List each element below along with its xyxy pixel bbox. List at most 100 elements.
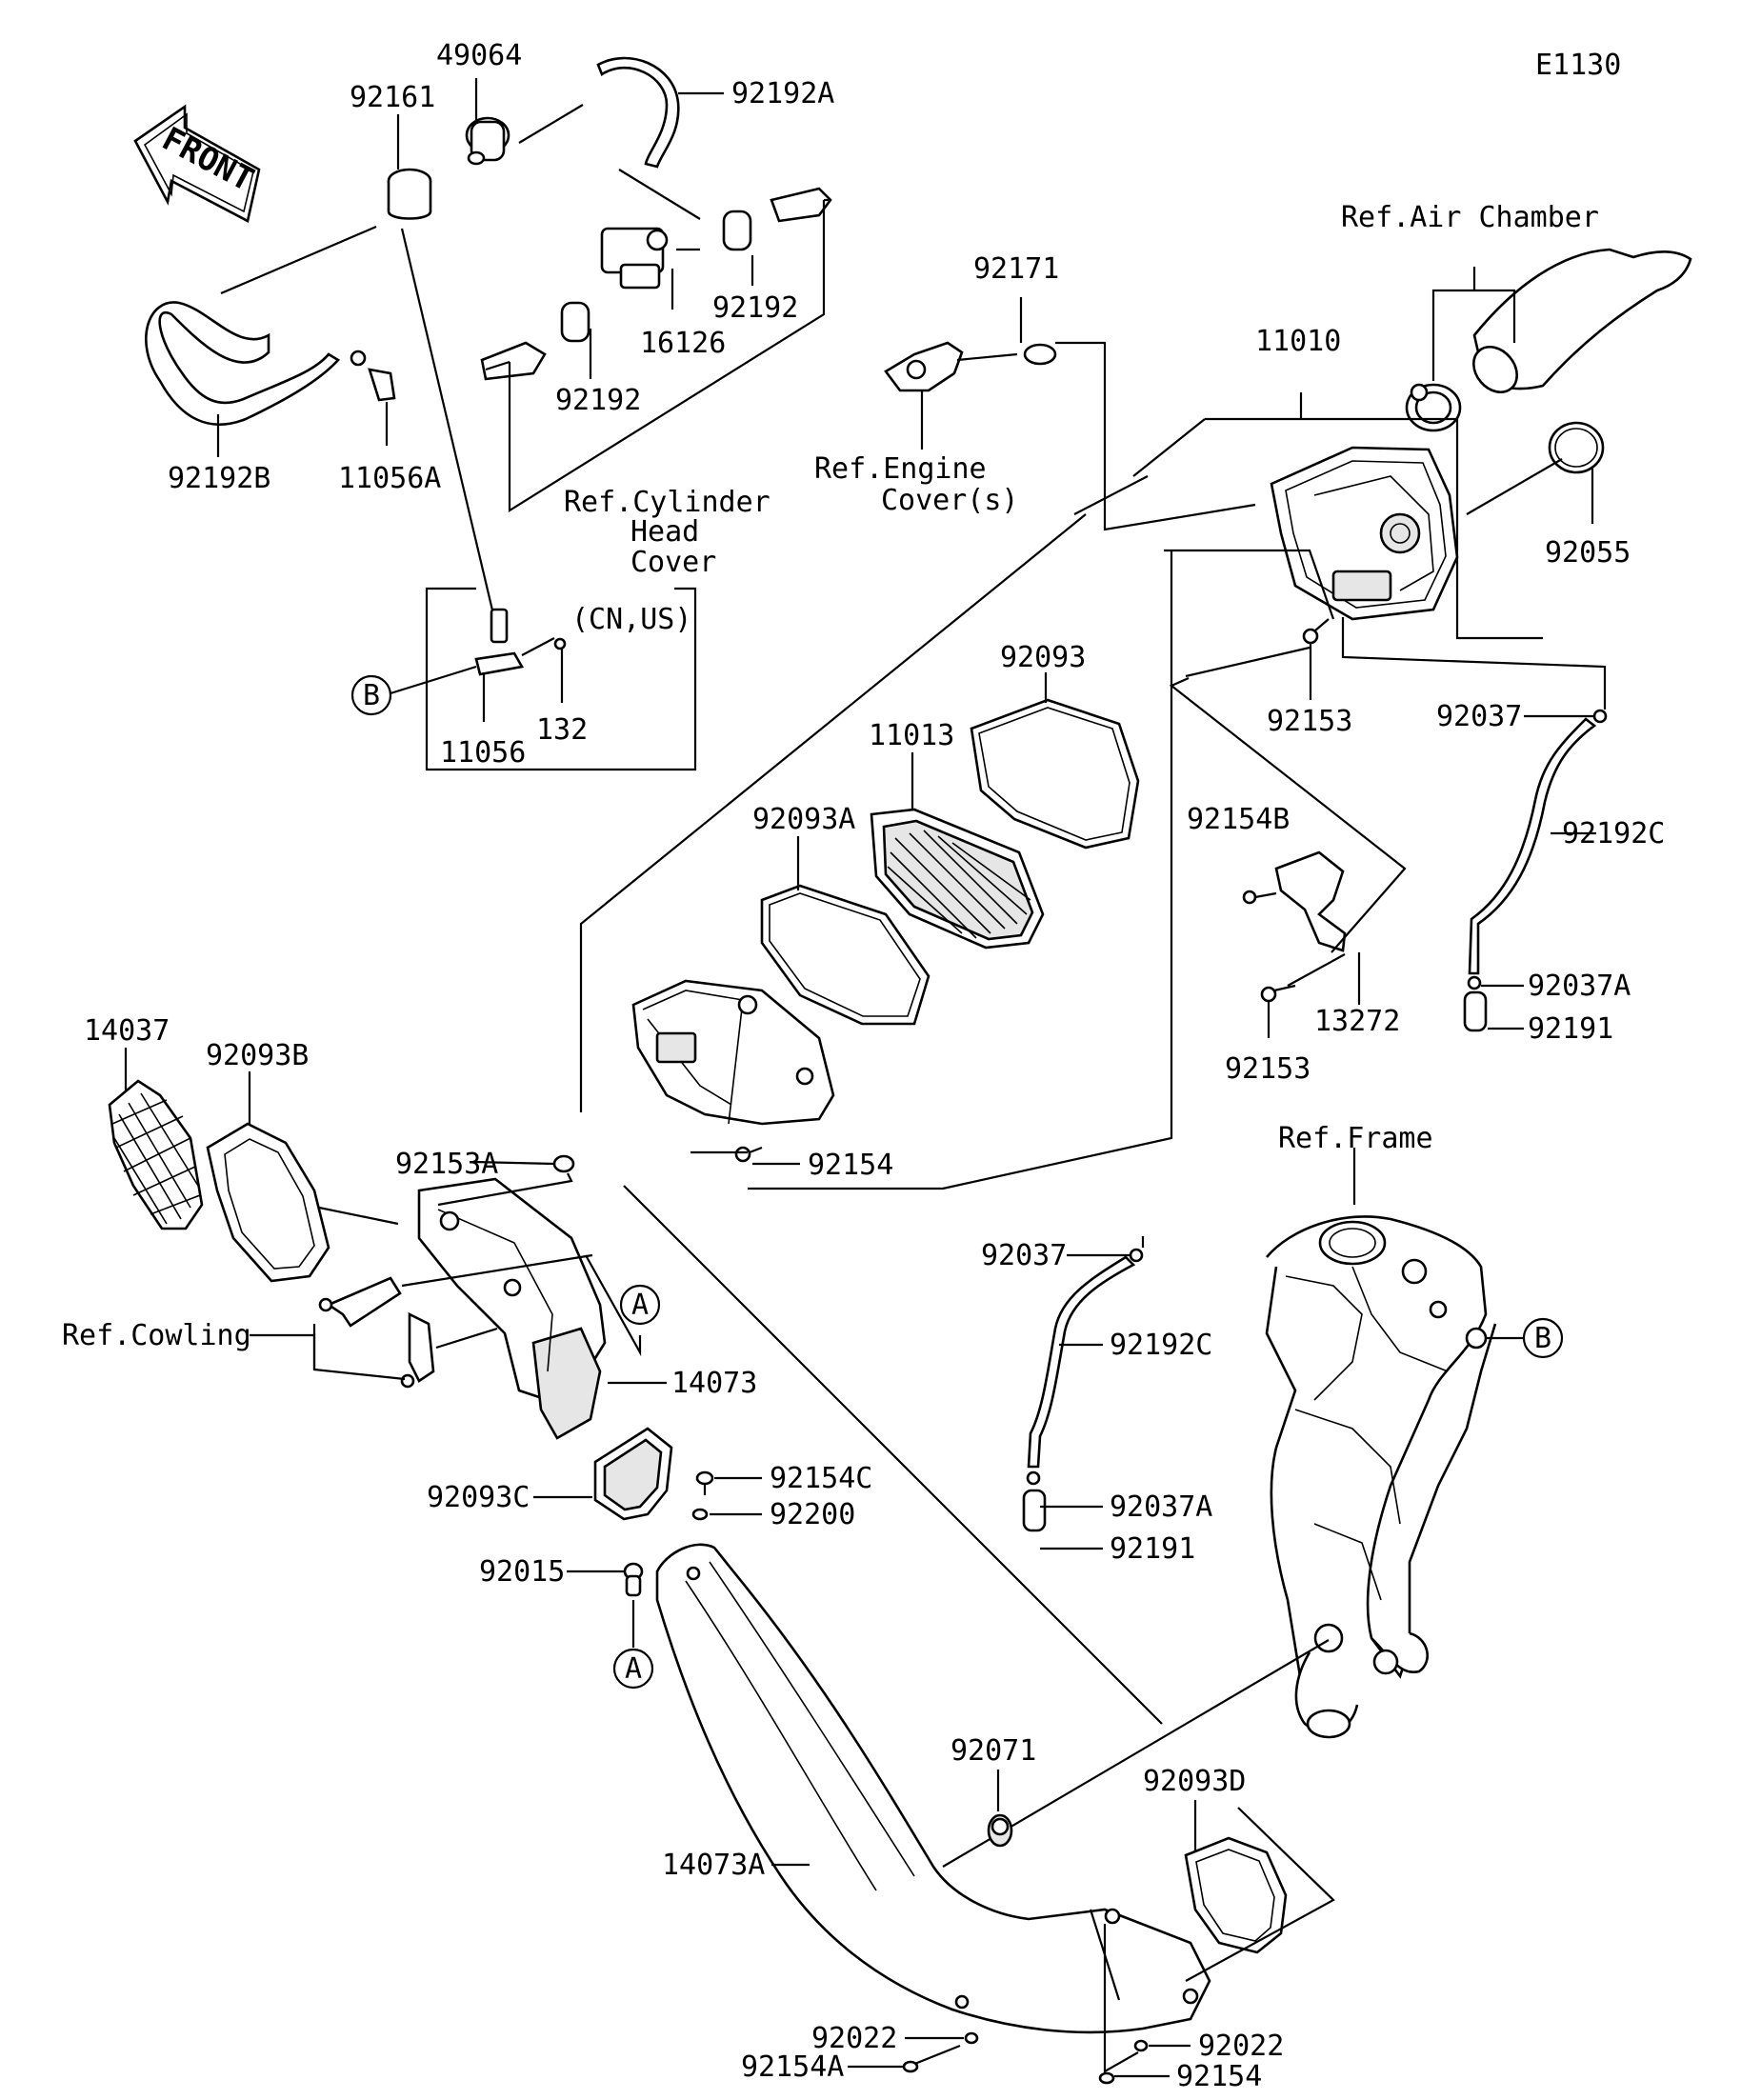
- leader-group-middle: [579, 513, 1087, 1112]
- label-92154C: 92154C: [770, 1462, 872, 1495]
- label-92161: 92161: [350, 81, 435, 114]
- reed-valve-right: [770, 187, 832, 223]
- bolt-92153A: [473, 1154, 575, 1173]
- label-92093A: 92093A: [752, 803, 855, 836]
- label-92200: 92200: [770, 1498, 855, 1531]
- label-92192-a: 92192: [712, 291, 798, 325]
- label-ref-cylinder-3: Cover: [630, 546, 716, 579]
- svg-text:A: A: [631, 1289, 649, 1322]
- leader-11010: [1295, 417, 1543, 640]
- callout-a-lower: A: [612, 1648, 654, 1690]
- label-ref-cylinder-1: Ref.Cylinder: [564, 486, 770, 519]
- label-92191-top: 92191: [1528, 1012, 1613, 1046]
- label-92037A-mid: 92037A: [1110, 1490, 1212, 1524]
- air-cleaner-case-lower: [631, 979, 835, 1126]
- bolt-92154A: [848, 2044, 961, 2073]
- front-arrow-icon: FRONT: [133, 104, 261, 223]
- label-ref-engine-1: Ref.Engine: [814, 452, 987, 486]
- label-14073A: 14073A: [662, 1849, 765, 1882]
- gasket-92093B: [206, 1122, 330, 1283]
- label-92055: 92055: [1545, 536, 1631, 570]
- frame-ref: [1265, 1148, 1524, 1739]
- label-92093C: 92093C: [427, 1481, 530, 1514]
- diagram-code: E1130: [1535, 49, 1621, 82]
- label-132: 132: [536, 713, 588, 747]
- bracket-13272: [1242, 850, 1361, 1038]
- label-92093D: 92093D: [1143, 1765, 1246, 1798]
- hose-92192A: [596, 56, 680, 169]
- cowling-bracket: [318, 1253, 593, 1389]
- label-92022-a: 92022: [811, 2022, 897, 2055]
- air-chamber-duct: [1472, 248, 1692, 394]
- label-92071: 92071: [951, 1734, 1036, 1768]
- hose-92192-b: [560, 301, 590, 343]
- label-92192-b: 92192: [555, 384, 641, 417]
- label-14073: 14073: [671, 1367, 757, 1400]
- hose-92192-a: [722, 210, 752, 251]
- engine-cover-fitting: [884, 297, 1256, 531]
- label-92153-mid: 92153: [1225, 1052, 1311, 1086]
- callout-b-right: B: [1522, 1317, 1564, 1359]
- label-92154-bottom: 92154: [1176, 2060, 1262, 2093]
- svg-text:B: B: [363, 679, 380, 712]
- label-92093B: 92093B: [206, 1039, 309, 1072]
- gasket-92093: [970, 698, 1140, 850]
- bolt-92154C: [695, 1470, 762, 1495]
- screen-14037: [108, 1079, 204, 1230]
- label-92192C-mid: 92192C: [1110, 1329, 1212, 1362]
- label-92022-b: 92022: [1198, 2030, 1284, 2063]
- washer-92022-b: [1133, 2039, 1191, 2052]
- label-92154B: 92154B: [1187, 803, 1290, 836]
- seal-92093C: [593, 1427, 673, 1521]
- label-92037-top: 92037: [1436, 700, 1522, 733]
- washer-92022-a: [905, 2031, 979, 2045]
- label-ref-cylinder-2: Head: [630, 515, 699, 549]
- bolt-92153-top: [1302, 618, 1330, 700]
- label-92191-mid: 92191: [1110, 1532, 1195, 1566]
- grommet-92071: [987, 1770, 1013, 1848]
- label-11010: 11010: [1255, 325, 1341, 358]
- label-92153-top: 92153: [1267, 705, 1352, 738]
- label-cn-us: (CN,US): [571, 603, 691, 636]
- label-11056: 11056: [440, 736, 526, 770]
- callout-a-upper: A: [619, 1284, 661, 1326]
- hose-connector-92161: [387, 168, 432, 220]
- callout-b-left: B: [350, 674, 392, 716]
- reed-valve-left: [480, 341, 547, 381]
- label-14037: 14037: [84, 1014, 170, 1048]
- label-ref-engine-2: Cover(s): [881, 484, 1019, 517]
- label-ref-frame: Ref.Frame: [1278, 1122, 1433, 1155]
- label-11056A: 11056A: [338, 462, 441, 495]
- cn-us-box: (CN,US) 132 11056: [390, 587, 697, 771]
- seal-92093D: [1184, 1800, 1335, 1982]
- label-92015: 92015: [479, 1555, 565, 1589]
- gasket-92093A: [760, 884, 931, 1026]
- air-cleaner-housing-11010: [1270, 446, 1459, 621]
- label-92154-mid: 92154: [808, 1149, 893, 1182]
- duct-14073: [417, 1177, 607, 1440]
- label-92192B: 92192B: [168, 462, 270, 495]
- label-16126: 16126: [640, 327, 726, 360]
- breather-hose-mid: [1022, 1248, 1144, 1532]
- valve-body-16126: [600, 227, 700, 290]
- bolt-92154-mid: [734, 1146, 800, 1166]
- svg-text:A: A: [625, 1652, 642, 1686]
- hose-92192B: [145, 301, 341, 426]
- o-ring-92055: [1548, 421, 1605, 474]
- label-92154A: 92154A: [741, 2050, 844, 2084]
- label-13272: 13272: [1314, 1005, 1400, 1038]
- grommet-92015: [567, 1562, 644, 1648]
- label-11013: 11013: [869, 719, 954, 752]
- leader-lines-top-left: [216, 78, 829, 615]
- clamp-air-chamber: [1405, 383, 1462, 432]
- label-ref-air-chamber: Ref.Air Chamber: [1341, 201, 1599, 234]
- label-92192A: 92192A: [731, 77, 834, 110]
- valve-49064: [465, 116, 510, 166]
- washer-92200: [691, 1508, 762, 1521]
- duct-14073A: [655, 1543, 1211, 2034]
- label-92192C-top: 92192C: [1562, 817, 1665, 850]
- air-filter-11013: [870, 808, 1045, 950]
- bracket-11056A: [350, 350, 396, 402]
- label-92037A-top: 92037A: [1528, 970, 1631, 1003]
